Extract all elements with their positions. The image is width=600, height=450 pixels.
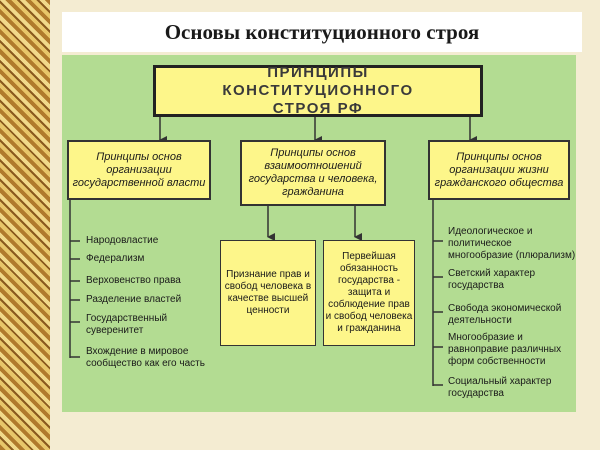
- middle-header-box: Принципы основ взаимоотношений государст…: [240, 140, 386, 206]
- right-item: Свобода экономической деятельности: [448, 303, 562, 326]
- right-item: Многообразие и равноправие различных фор…: [448, 332, 562, 367]
- main-principles-label: ПРИНЦИПЫ КОНСТИТУЦИОННОГО СТРОЯ РФ: [222, 64, 414, 117]
- decorative-border: [0, 0, 50, 450]
- title-bar: [62, 12, 582, 52]
- left-item: Верховенство права: [86, 275, 181, 286]
- left-item: Федерализм: [86, 253, 145, 264]
- right-item: Социальный характер государства: [448, 376, 552, 399]
- left-item: Разделение властей: [86, 294, 182, 305]
- left-item: Вхождение в мировое сообщество как его ч…: [86, 346, 205, 369]
- middle-sub-label-2: Первейшая обязанность государства - защи…: [325, 251, 413, 334]
- left-header-label: Принципы основ организации государственн…: [72, 150, 206, 189]
- slide-title: Основы конституционного строя: [164, 20, 480, 44]
- right-header-box: Принципы основ организации жизни граждан…: [428, 140, 570, 200]
- middle-sub-box-1: Признание прав и свобод человека в качес…: [220, 240, 316, 346]
- middle-sub-label-1: Признание прав и свобод человека в качес…: [224, 269, 312, 316]
- right-header-label: Принципы основ организации жизни граждан…: [434, 150, 564, 189]
- right-item: Идеологическое и политическое многообраз…: [448, 226, 576, 261]
- left-header-box: Принципы основ организации государственн…: [67, 140, 211, 200]
- main-principles-box: ПРИНЦИПЫ КОНСТИТУЦИОННОГО СТРОЯ РФ: [153, 64, 483, 117]
- left-item: Народовластие: [86, 235, 159, 246]
- left-item: Государственный суверенитет: [86, 313, 168, 336]
- right-item: Светский характер государства: [448, 268, 536, 291]
- middle-sub-box-2: Первейшая обязанность государства - защи…: [323, 240, 415, 346]
- middle-header-label: Принципы основ взаимоотношений государст…: [248, 147, 378, 198]
